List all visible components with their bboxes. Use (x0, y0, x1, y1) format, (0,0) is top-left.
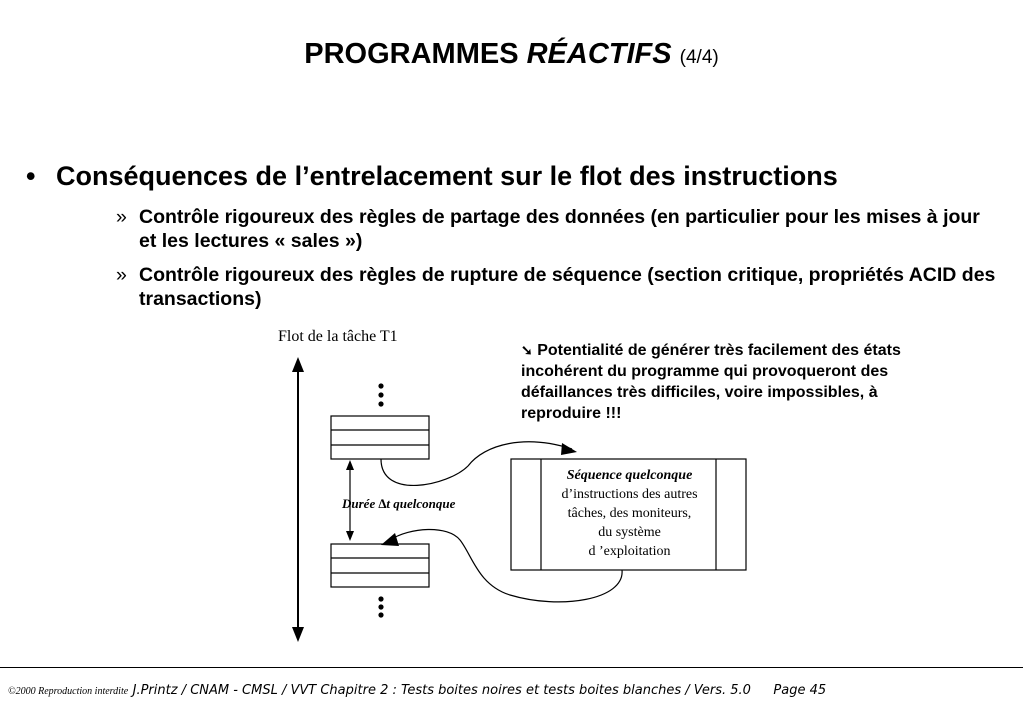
sub-bullet-text: Contrôle rigoureux des règles de partage… (139, 206, 980, 252)
footer-copyright: ©2000 Reproduction interdite (8, 686, 129, 697)
duration-arrow (346, 460, 354, 541)
jump-back-arrow (381, 528, 623, 603)
title-main: PROGRAMMES (304, 38, 527, 70)
jump-out-arrow (380, 441, 577, 486)
sub-bullet-1: » Contrôle rigoureux des règles de parta… (116, 205, 996, 253)
sequence-box-line: d ’exploitation (588, 544, 671, 559)
title-emphasis: RÉACTIFS (526, 38, 672, 70)
page-number: Page 45 (773, 683, 827, 698)
sub-bullet-marker: » (116, 206, 127, 228)
sequence-box (510, 458, 747, 571)
instruction-block-top (330, 415, 430, 460)
flow-timeline (292, 357, 304, 642)
sub-bullet-text: Contrôle rigoureux des règles de rupture… (139, 264, 996, 310)
bullet-dot: • (26, 161, 36, 191)
sequence-box-line: du système (598, 525, 661, 540)
footer-text: J.Printz / CNAM - CMSL / VVT Chapitre 2 … (132, 683, 751, 698)
page-title: PROGRAMMES RÉACTIFS (4/4) (0, 38, 1023, 71)
main-bullet-text: Conséquences de l’entrelacement sur le f… (56, 161, 838, 191)
title-part-indicator: (4/4) (679, 47, 719, 68)
instruction-block-bottom (330, 543, 430, 588)
ellipsis-bottom-icon (378, 596, 384, 618)
footer: ©2000 Reproduction interdite J.Printz / … (8, 681, 826, 699)
sequence-box-line: d’instructions des autres (561, 487, 698, 502)
ellipsis-top-icon (378, 383, 384, 407)
flow-label: Flot de la tâche T1 (278, 328, 398, 345)
sub-bullet-marker: » (116, 264, 127, 286)
footer-divider (0, 667, 1023, 668)
sequence-box-line: tâches, des moniteurs, (567, 506, 692, 521)
callout-text: ➘ Potentialité de générer très facilemen… (521, 340, 921, 424)
down-right-arrow-icon: ➘ (521, 342, 533, 358)
sequence-box-title: Séquence quelconque (566, 468, 693, 483)
main-bullet: • Conséquences de l’entrelacement sur le … (26, 161, 838, 192)
sub-bullet-2: » Contrôle rigoureux des règles de ruptu… (116, 263, 996, 311)
sequence-box-text: Séquence quelconque d’instructions des a… (542, 466, 717, 561)
duration-label: Durée ∆t quelconque (342, 496, 456, 511)
callout-body: Potentialité de générer très facilement … (521, 342, 901, 422)
